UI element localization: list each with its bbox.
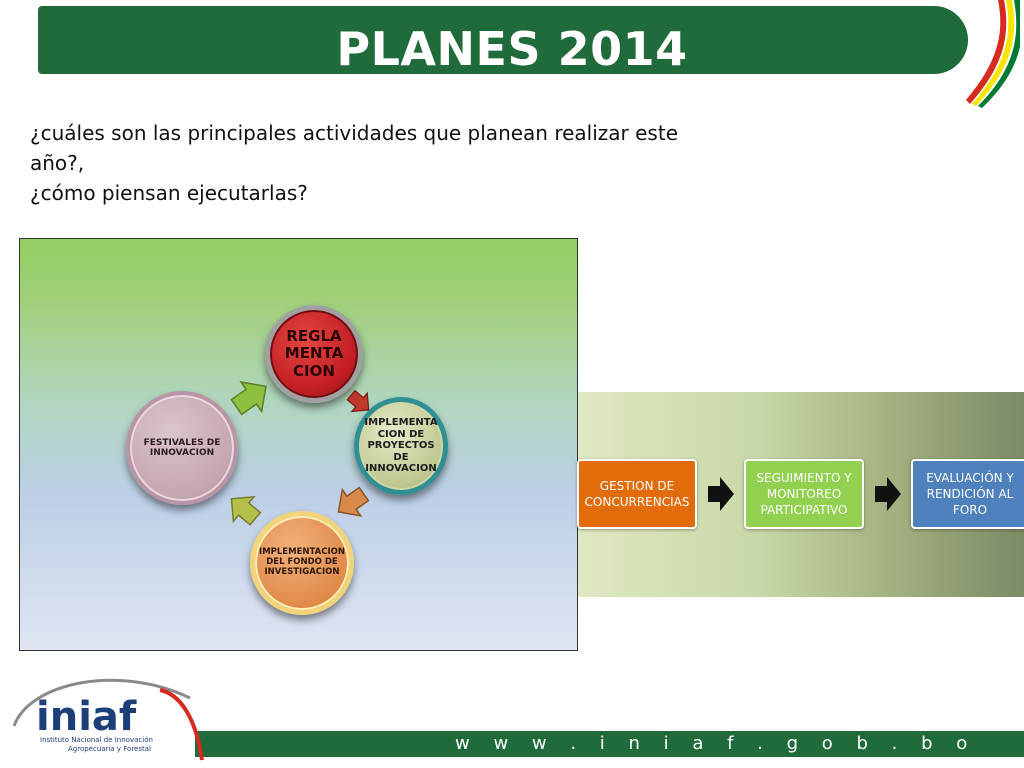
cycle-arrow-reglamentacion-to-proyectos [346, 389, 370, 413]
flow-step-seguimiento: SEGUIMIENTO Y MONITOREO PARTICIPATIVO [744, 459, 864, 529]
cycle-arrow-fondo-to-festivales [230, 495, 262, 526]
step-text: RENDICIÓN AL [926, 487, 1014, 501]
node-text: FESTIVALES DE [143, 437, 221, 448]
arrow-right-icon [708, 477, 734, 511]
node-text: DEL FONDO DE [266, 557, 338, 568]
step-text: MONITOREO [766, 487, 842, 501]
cycle-node-fondo-investigacion: IMPLEMENTACION DEL FONDO DE INVESTIGACIO… [250, 511, 354, 615]
cycle-arrow-festivales-to-reglamentacion [230, 380, 267, 416]
cycle-node-implementacion-proyectos: IMPLEMENTA CION DE PROYECTOS DE INNOVACI… [354, 397, 448, 495]
cycle-arrow-proyectos-to-fondo [337, 486, 370, 517]
footer-url: w w w . i n i a f . g o b . b o [455, 733, 977, 754]
node-text: INVESTIGACION [264, 566, 340, 577]
question-line-3: ¿cómo piensan ejecutarlas? [30, 181, 308, 205]
node-text: INNOVACION [149, 448, 215, 458]
cycle-arrows [230, 380, 370, 526]
node-text: DE [393, 451, 409, 463]
step-text: PARTICIPATIVO [760, 503, 848, 517]
node-text: IMPLEMENTACION [259, 547, 345, 558]
flow-step-gestion: GESTION DE CONCURRENCIAS [577, 459, 697, 529]
node-text: IMPLEMENTA [364, 417, 438, 429]
step-text: CONCURRENCIAS [584, 495, 690, 509]
node-text: CION DE [377, 428, 425, 440]
cycle-diagram-panel: REGLA MENTA CION IMPLEMENTA CION DE PROY… [19, 238, 578, 651]
footer-bar [195, 731, 1024, 757]
node-text: MENTA [284, 344, 344, 363]
arrow-right-icon [875, 477, 901, 511]
cycle-node-festivales: FESTIVALES DE INNOVACION [126, 391, 238, 505]
step-text: FORO [952, 503, 988, 517]
question-line-1: ¿cuáles son las principales actividades … [30, 121, 678, 145]
title-bar [38, 6, 968, 74]
logo-subtitle-1: Instituto Nacional de Innovación [40, 736, 153, 744]
question-text: ¿cuáles son las principales actividades … [30, 118, 730, 208]
page-title: PLANES 2014 [336, 22, 688, 76]
flag-ribbon-icon [966, 0, 1020, 108]
step-text: SEGUIMIENTO Y [756, 471, 852, 485]
step-text: EVALUACIÓN Y [926, 471, 1014, 485]
node-text: REGLA [286, 327, 342, 346]
node-text: INNOVACION [365, 463, 437, 475]
iniaf-logo: iniaf Instituto Nacional de Innovación A… [12, 678, 204, 761]
cycle-node-reglamentacion: REGLA MENTA CION [265, 305, 363, 403]
node-text: PROYECTOS [367, 440, 435, 452]
question-line-2: año?, [30, 151, 85, 175]
node-text: CION [293, 361, 335, 380]
step-text: GESTION DE [599, 479, 675, 493]
flow-step-evaluacion: EVALUACIÓN Y RENDICIÓN AL FORO [911, 459, 1024, 529]
logo-text: iniaf [36, 694, 137, 740]
logo-subtitle-2: Agropecuaria y Forestal [68, 745, 151, 753]
